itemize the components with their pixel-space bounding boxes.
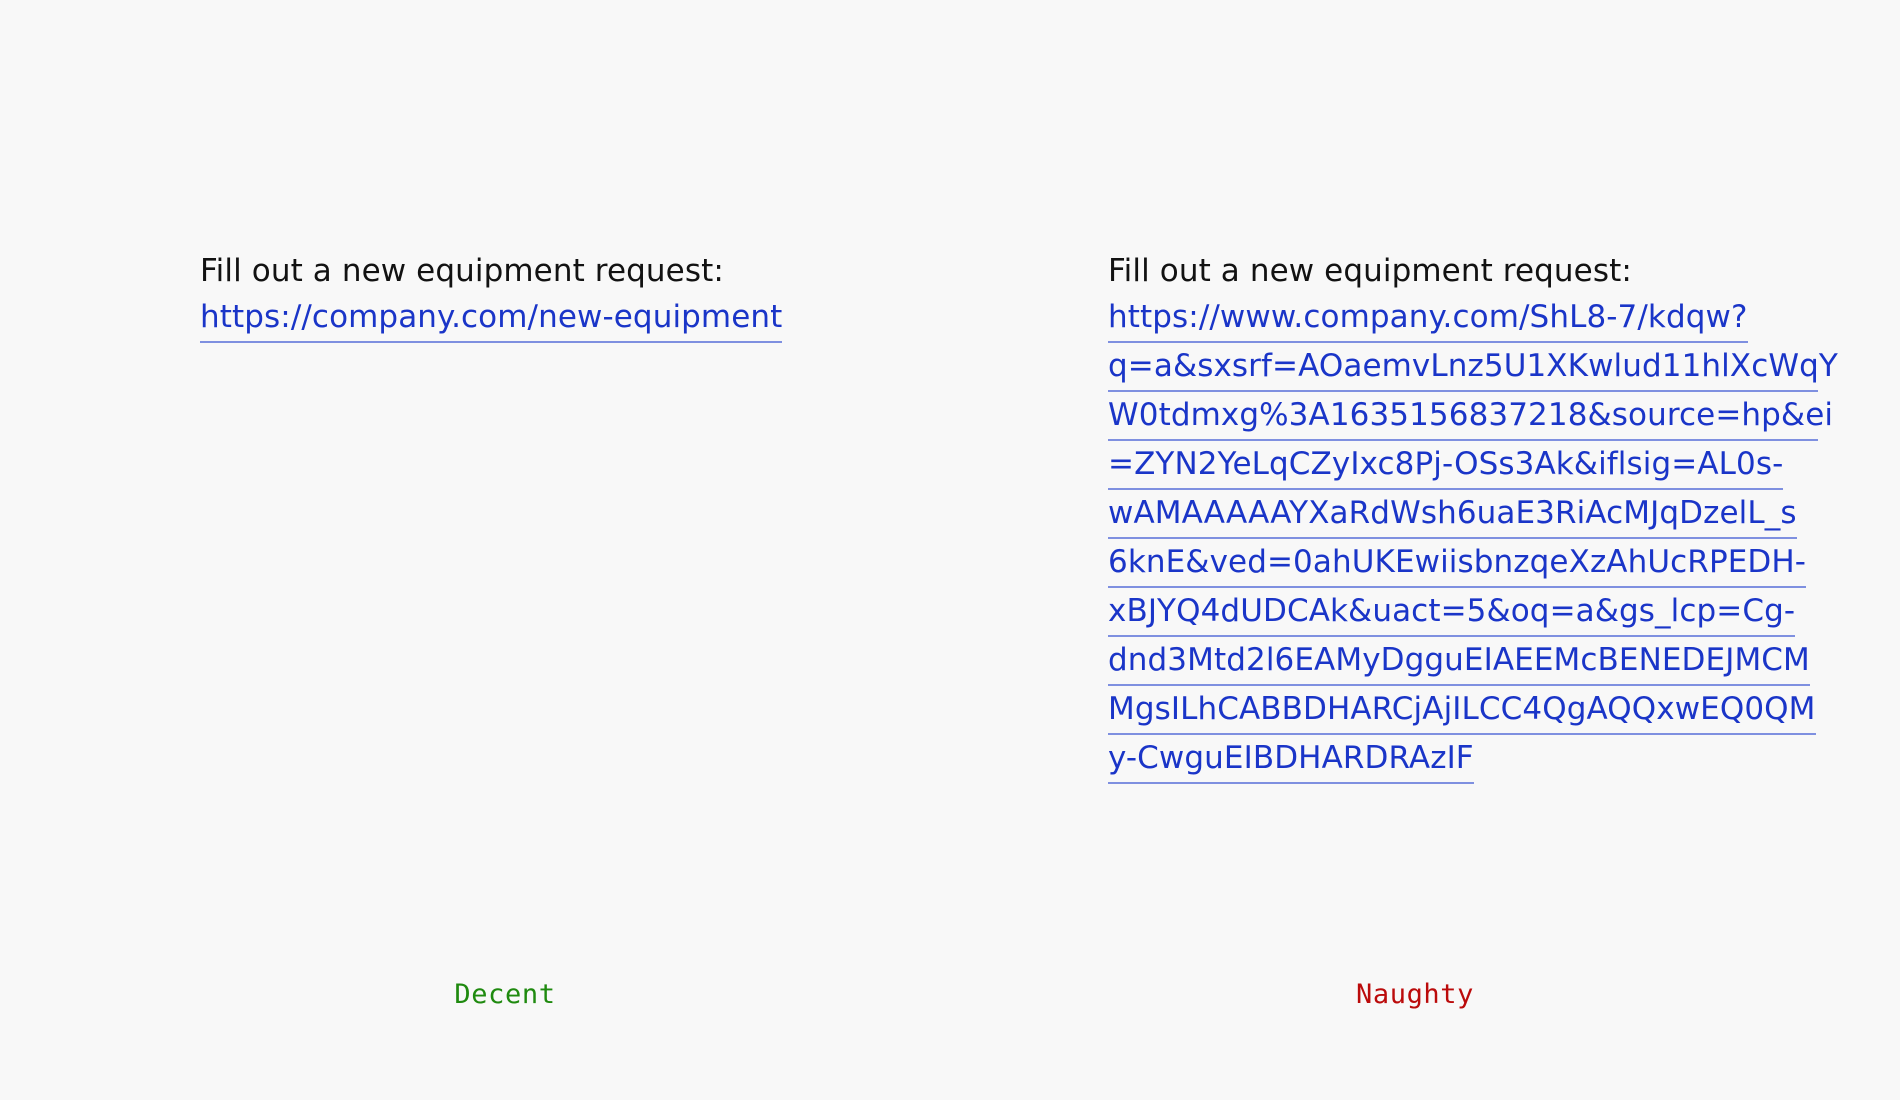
- decent-link[interactable]: https://company.com/new-equipment: [200, 294, 783, 343]
- naughty-link-line: q=a&sxsrf=AOaemvLnz5U1XKwlud11hlXcWqY: [1108, 343, 1838, 392]
- naughty-link-line: dnd3Mtd2l6EAMyDgguEIAEEMcBENEDEJMCM: [1108, 637, 1810, 686]
- decent-column: Fill out a new equipment request: https:…: [200, 248, 840, 343]
- naughty-column: Fill out a new equipment request: https:…: [1108, 248, 1838, 784]
- naughty-link-line: 6knE&ved=0ahUKEwiisbnzqeXzAhUcRPEDH-: [1108, 539, 1807, 588]
- naughty-link-line: =ZYN2YeLqCZyIxc8Pj-OSs3Ak&iflsig=AL0s-: [1108, 441, 1784, 490]
- naughty-link-line: xBJYQ4dUDCAk&uact=5&oq=a&gs_lcp=Cg-: [1108, 588, 1796, 637]
- naughty-link-line: y-CwguEIBDHARDRAzIF: [1108, 735, 1474, 784]
- decent-prompt-text: Fill out a new equipment request:: [200, 253, 724, 289]
- naughty-link[interactable]: https://www.company.com/ShL8-7/kdqw? q=a…: [1108, 294, 1838, 784]
- naughty-link-line: W0tdmxg%3A1635156837218&source=hp&ei: [1108, 392, 1833, 441]
- naughty-link-line: wAMAAAAAYXaRdWsh6uaE3RiAcMJqDzelL_s: [1108, 490, 1797, 539]
- naughty-verdict-label: Naughty: [1356, 979, 1474, 1010]
- naughty-link-line: https://www.company.com/ShL8-7/kdqw?: [1108, 294, 1748, 343]
- decent-link-text: https://company.com/new-equipment: [200, 299, 783, 335]
- naughty-link-line: MgsILhCABBDHARCjAjILCC4QgAQQxwEQ0QM: [1108, 686, 1816, 735]
- decent-verdict-label: Decent: [454, 979, 556, 1010]
- naughty-prompt-text: Fill out a new equipment request:: [1108, 253, 1632, 289]
